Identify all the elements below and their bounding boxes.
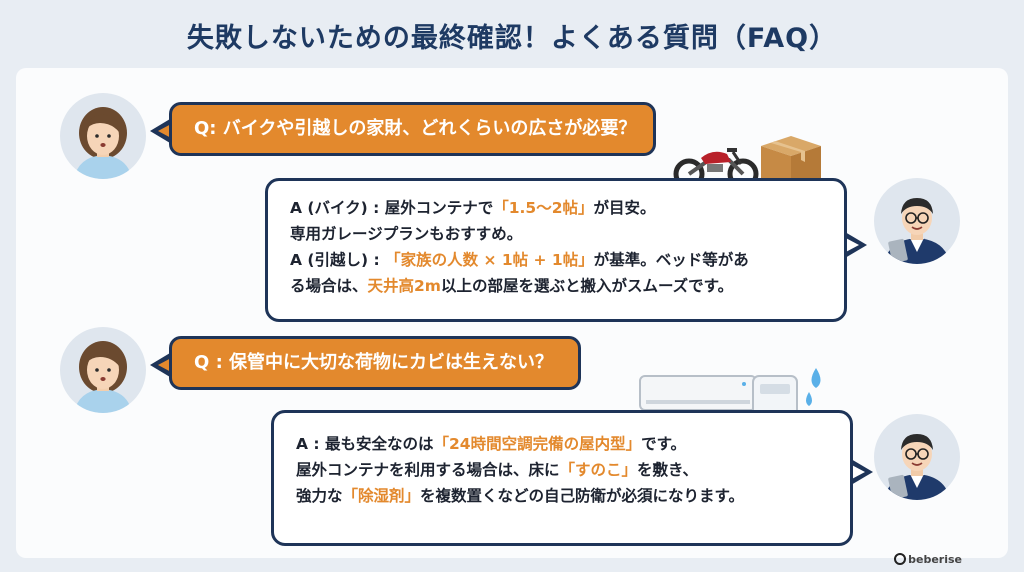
question-text: Q : 保管中に大切な荷物にカビは生えない？ <box>194 352 554 373</box>
motorcycle-icon <box>673 148 759 190</box>
answer-text: る場合は、 <box>290 277 368 295</box>
answer-text: 屋外コンテナを利用する場合は、床に <box>296 461 560 479</box>
page-title: 失敗しないための最終確認！よくある質問（FAQ） <box>186 23 838 54</box>
question-text: Q: バイクや引越しの家財、どれくらいの広さが必要？ <box>194 118 637 139</box>
answer-text: です。 <box>641 435 687 453</box>
man-avatar-icon <box>874 178 960 264</box>
answer-highlight: 「すのこ」 <box>559 461 638 479</box>
faq-card: Q: バイクや引越しの家財、どれくらいの広さが必要？ A (バイク) : 屋外コ… <box>16 68 1008 558</box>
answer-text: を敷き、 <box>637 461 698 479</box>
answer-line: る場合は、天井高2m以上の部屋を選ぶと搬入がスムーズです。 <box>290 273 844 299</box>
answer-highlight: 「24時間空調完備の屋内型」 <box>433 435 642 453</box>
answer-line: 屋外コンテナを利用する場合は、床に「すのこ」を敷き、 <box>296 457 850 483</box>
answer-text: A (引越し) : <box>290 251 386 269</box>
man-avatar-icon <box>874 414 960 500</box>
answer-bubble: A (バイク) : 屋外コンテナで「1.5〜2帖」が目安。専用ガレージプランもお… <box>265 178 847 322</box>
answer-highlight: 天井高2m <box>367 277 441 295</box>
brand-logo: beberise <box>894 553 962 566</box>
answer-line: A : 最も安全なのは「24時間空調完備の屋内型」です。 <box>296 431 850 457</box>
answer-text: A : 最も安全なのは <box>296 435 434 453</box>
answer-line: 専用ガレージプランもおすすめ。 <box>290 221 844 247</box>
answer-text: 強力な <box>296 487 343 505</box>
answer-highlight: 「除湿剤」 <box>342 487 421 505</box>
woman-avatar-icon <box>60 327 146 413</box>
water-drop-icon <box>806 368 821 406</box>
answer-line: A (バイク) : 屋外コンテナで「1.5〜2帖」が目安。 <box>290 195 844 221</box>
answer-highlight: 「家族の人数 × 1帖 + 1帖」 <box>385 251 594 269</box>
answer-text: が目安。 <box>593 199 656 217</box>
answer-line: 強力な「除湿剤」を複数置くなどの自己防衛が必須になります。 <box>296 483 850 509</box>
logo-mark-icon <box>894 553 907 565</box>
answer-text: 専用ガレージプランもおすすめ。 <box>290 225 523 243</box>
answer-bubble: A : 最も安全なのは「24時間空調完備の屋内型」です。屋外コンテナを利用する場… <box>271 410 853 546</box>
answer-highlight: 「1.5〜2帖」 <box>493 199 594 217</box>
question-bubble: Q: バイクや引越しの家財、どれくらいの広さが必要？ <box>169 102 656 156</box>
answer-text: 以上の部屋を選ぶと搬入がスムーズです。 <box>440 277 734 295</box>
answer-text: A (バイク) : 屋外コンテナで <box>290 199 494 217</box>
answer-text: が基準。ベッド等があ <box>593 251 749 269</box>
answer-text: を複数置くなどの自己防衛が必須になります。 <box>420 487 744 505</box>
answer-line: A (引越し) : 「家族の人数 × 1帖 + 1帖」が基準。ベッド等があ <box>290 247 844 273</box>
logo-text: beberise <box>908 553 962 566</box>
question-bubble: Q : 保管中に大切な荷物にカビは生えない？ <box>169 336 581 390</box>
woman-avatar-icon <box>60 93 146 179</box>
